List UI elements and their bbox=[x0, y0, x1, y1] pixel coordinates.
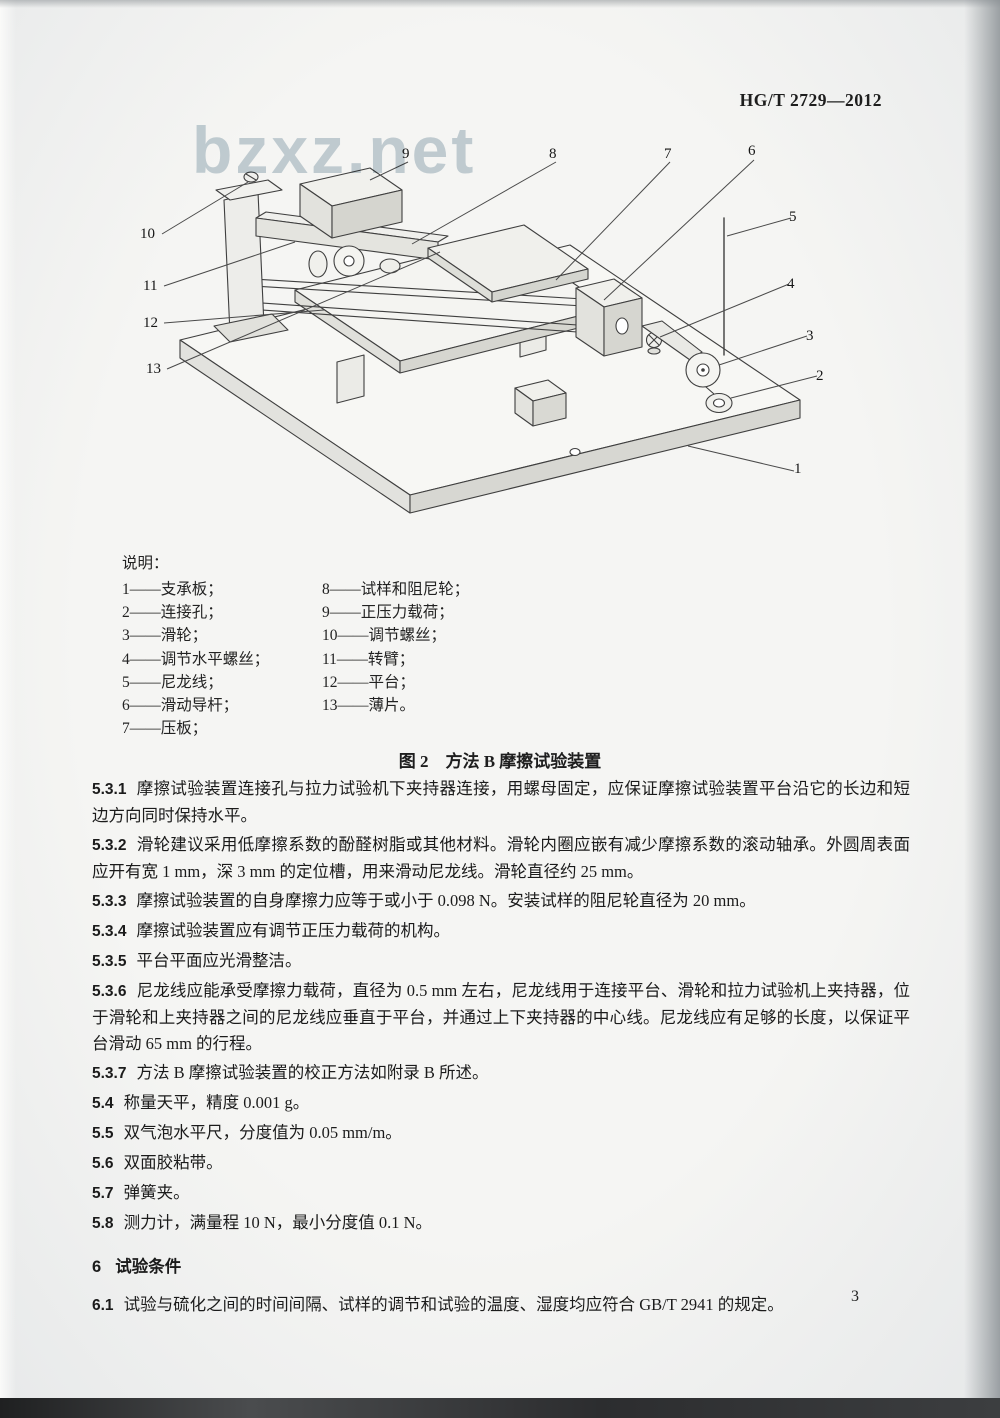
scan-edge-bottom-bar bbox=[0, 1398, 1000, 1418]
legend-item-2: 2——连接孔； bbox=[122, 604, 223, 622]
section-text: 试验与硫化之间的时间间隔、试样的调节和试验的温度、湿度均应符合 GB/T 294… bbox=[123, 1295, 784, 1314]
callout-label-1: 1 bbox=[794, 461, 802, 477]
legend-item-13: 13——薄片。 bbox=[322, 697, 416, 715]
platform-leg-shape bbox=[336, 354, 365, 404]
section-number: 5.3.5 bbox=[92, 953, 127, 970]
callout-label-12: 12 bbox=[143, 315, 158, 331]
section-text: 双气泡水平尺，分度值为 0.05 mm/m。 bbox=[123, 1123, 402, 1142]
callout-label-6: 6 bbox=[748, 143, 756, 159]
section-text: 摩擦试验装置连接孔与拉力试验机下夹持器连接，用螺母固定，应保证摩擦试验装置平台沿… bbox=[92, 779, 910, 825]
section-text: 平台平面应光滑整洁。 bbox=[136, 951, 302, 970]
pressure-plate-shape bbox=[427, 224, 589, 303]
connection-hole-shape bbox=[705, 386, 733, 414]
section-number: 5.3.7 bbox=[92, 1065, 127, 1082]
legend-item-3: 3——滑轮； bbox=[122, 627, 208, 645]
callout-label-10: 10 bbox=[140, 226, 155, 242]
plate-hole-shape bbox=[569, 447, 581, 457]
section-5-6: 5.6 双面胶粘带。 bbox=[92, 1150, 910, 1177]
section-number: 6.1 bbox=[92, 1297, 114, 1314]
section-text: 测力计，满量程 10 N，最小分度值 0.1 N。 bbox=[123, 1213, 433, 1232]
chapter-6-heading: 6 试验条件 bbox=[92, 1253, 910, 1277]
adjusting-screw-shape bbox=[243, 171, 259, 183]
callout-label-4: 4 bbox=[787, 276, 795, 292]
section-5-4: 5.4 称量天平，精度 0.001 g。 bbox=[92, 1090, 910, 1117]
legend-column-2: 8——试样和阻尼轮； 9——正压力载荷； 10——调节螺丝； 11——转臂； 1… bbox=[322, 578, 522, 740]
section-number: 5.3.6 bbox=[92, 983, 127, 1000]
legend-item-4: 4——调节水平螺丝； bbox=[122, 650, 270, 668]
pulley-arm-shape bbox=[641, 320, 703, 361]
section-text: 摩擦试验装置的自身摩擦力应等于或小于 0.098 N。安装试样的阻尼轮直径为 2… bbox=[136, 891, 756, 910]
section-text: 双面胶粘带。 bbox=[123, 1153, 223, 1172]
section-5-8: 5.8 测力计，满量程 10 N，最小分度值 0.1 N。 bbox=[92, 1210, 910, 1237]
small-block-shape bbox=[514, 379, 567, 427]
section-5-5: 5.5 双气泡水平尺，分度值为 0.05 mm/m。 bbox=[92, 1120, 910, 1147]
chapter-title: 试验条件 bbox=[115, 1258, 182, 1276]
legend-item-9: 9——正压力载荷； bbox=[322, 604, 454, 622]
callout-label-5: 5 bbox=[789, 209, 797, 225]
section-number: 5.6 bbox=[92, 1155, 114, 1172]
chapter-number: 6 bbox=[92, 1258, 102, 1276]
callout-label-9: 9 bbox=[402, 146, 410, 162]
right-block-shape bbox=[575, 278, 643, 357]
legend-item-10: 10——调节螺丝； bbox=[322, 627, 447, 645]
legend-item-12: 12——平台； bbox=[322, 673, 416, 691]
callout-label-8: 8 bbox=[549, 146, 557, 162]
section-number: 5.3.1 bbox=[92, 781, 127, 798]
section-5-3-7: 5.3.7 方法 B 摩擦试验装置的校正方法如附录 B 所述。 bbox=[92, 1060, 910, 1087]
legend-item-1: 1——支承板； bbox=[122, 581, 223, 598]
section-5-3-3: 5.3.3 摩擦试验装置的自身摩擦力应等于或小于 0.098 N。安装试样的阻尼轮… bbox=[92, 888, 910, 915]
standard-code-header: HG/T 2729—2012 bbox=[739, 90, 882, 110]
slide-rod-shape bbox=[236, 277, 601, 334]
callout-label-2: 2 bbox=[816, 368, 824, 384]
section-number: 5.5 bbox=[92, 1125, 114, 1142]
legend-column-1: 1——支承板； 2——连接孔； 3——滑轮； 4——调节水平螺丝； 5——尼龙线… bbox=[122, 578, 322, 740]
figure-legend: 说明： 1——支承板； 2——连接孔； 3——滑轮； 4——调节水平螺丝； 5—… bbox=[122, 551, 522, 740]
section-number: 5.3.2 bbox=[92, 837, 127, 854]
section-5-3-4: 5.3.4 摩擦试验装置应有调节正压力载荷的机构。 bbox=[92, 918, 910, 945]
scan-edge-top bbox=[0, 0, 1000, 8]
section-number: 5.8 bbox=[92, 1215, 114, 1232]
callout-label-13: 13 bbox=[146, 361, 161, 377]
pulley-shape bbox=[685, 352, 721, 388]
section-number: 5.4 bbox=[92, 1095, 114, 1112]
section-number: 5.3.3 bbox=[92, 893, 127, 910]
section-text: 方法 B 摩擦试验装置的校正方法如附录 B 所述。 bbox=[136, 1063, 489, 1082]
damping-wheel-shape bbox=[308, 245, 401, 278]
legend-item-6: 6——滑动导杆； bbox=[122, 697, 239, 715]
section-6-1: 6.1 试验与硫化之间的时间间隔、试样的调节和试验的温度、湿度均应符合 GB/T … bbox=[92, 1292, 910, 1319]
callout-label-7: 7 bbox=[664, 146, 672, 162]
section-5-3-5: 5.3.5 平台平面应光滑整洁。 bbox=[92, 948, 910, 975]
section-text: 称量天平，精度 0.001 g。 bbox=[123, 1093, 310, 1112]
section-text: 弹簧夹。 bbox=[123, 1183, 190, 1202]
scan-edge-right bbox=[964, 0, 1000, 1418]
legend-item-5: 5——尼龙线； bbox=[122, 673, 223, 691]
callout-label-11: 11 bbox=[143, 278, 158, 294]
section-number: 5.7 bbox=[92, 1185, 114, 1202]
section-text: 摩擦试验装置应有调节正压力载荷的机构。 bbox=[136, 921, 450, 940]
legend-title: 说明： bbox=[122, 555, 169, 572]
section-text: 尼龙线应能承受摩擦力载荷，直径为 0.5 mm 左右，尼龙线用于连接平台、滑轮和… bbox=[92, 981, 910, 1053]
legend-item-7: 7——压板； bbox=[122, 720, 208, 738]
legend-item-11: 11——转臂； bbox=[322, 650, 415, 668]
load-weight-shape bbox=[299, 167, 403, 239]
scan-edge-left bbox=[0, 0, 16, 1418]
callout-leader-lines bbox=[161, 159, 818, 472]
figure-caption: 图 2 方法 B 摩擦试验装置 bbox=[398, 752, 602, 771]
section-5-7: 5.7 弹簧夹。 bbox=[92, 1180, 910, 1207]
legend-item-8: 8——试样和阻尼轮； bbox=[322, 581, 470, 598]
figure-2-diagram bbox=[161, 159, 818, 514]
section-number: 5.3.4 bbox=[92, 923, 127, 940]
turn-arm-bracket-shape bbox=[213, 179, 289, 343]
section-text: 滑轮建议采用低摩擦系数的酚醛树脂或其他材料。滑轮内圈应嵌有减少摩擦系数的滚动轴承… bbox=[92, 835, 910, 881]
callout-label-3: 3 bbox=[806, 328, 814, 344]
page-number: 3 bbox=[851, 1288, 859, 1305]
